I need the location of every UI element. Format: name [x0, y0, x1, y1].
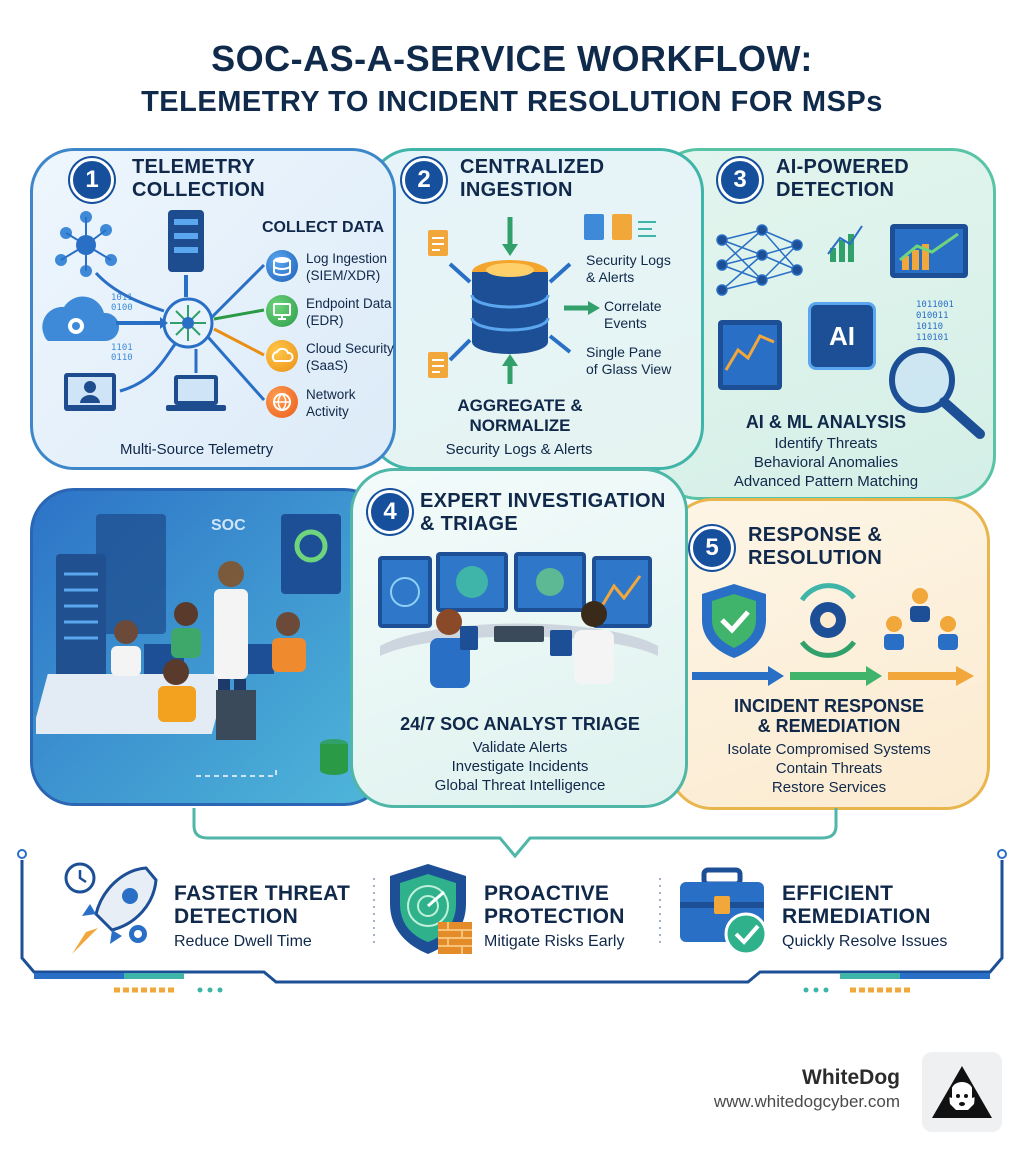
telemetry-sources-illustration: 1011 0100 1101 0110 [42, 210, 266, 411]
cloud-gear-icon [42, 296, 120, 341]
ai-detection-illustration [716, 224, 968, 390]
network-node-icon [55, 211, 117, 277]
bar-chart-icon [827, 225, 863, 262]
benefit-proactive-protection-sub: Mitigate Risks Early [484, 933, 625, 950]
monitor-icon [378, 556, 432, 628]
globe-icon [266, 386, 298, 418]
source-cloud-security: Cloud Security(SaaS) [306, 341, 394, 373]
analyst-figure [171, 602, 201, 658]
neural-network-icon [716, 224, 803, 296]
laptop-icon [166, 375, 226, 411]
step-4-title: EXPERT INVESTIGATION& TRIAGE [420, 490, 666, 535]
brand-url[interactable]: www.whitedogcyber.com [713, 1092, 900, 1111]
svg-text:1011: 1011 [111, 293, 133, 303]
documents-icon [584, 214, 656, 240]
step-5-title: RESPONSE &RESOLUTION [748, 524, 883, 569]
incident-response-heading: INCIDENT RESPONSE& REMEDIATION [733, 696, 925, 736]
rocket-clock-icon [64, 862, 158, 954]
aggregate-normalize-heading: AGGREGATE &NORMALIZE [457, 396, 583, 435]
monitor-icon [592, 556, 652, 628]
bracket-connector [192, 808, 838, 859]
benefits-frame [17, 849, 1007, 993]
document-icon [428, 230, 448, 256]
step-badge-3: 3 [718, 158, 762, 202]
toolbox-check-icon [680, 867, 768, 956]
database-icon [320, 739, 348, 775]
page-subtitle: TELEMETRY TO INCIDENT RESOLUTION FOR MSP… [141, 86, 883, 118]
ingest-caption: Security Logs & Alerts [445, 441, 593, 458]
svg-text:1101: 1101 [111, 343, 133, 353]
monitor-icon [436, 552, 508, 612]
soc-label: SOC [211, 517, 246, 534]
central-database-illustration [428, 217, 572, 384]
step-badge-5: 5 [690, 526, 734, 570]
benefit-efficient-remediation-sub: Quickly Resolve Issues [782, 933, 948, 950]
ai-ml-heading: AI & ML ANALYSIS [745, 412, 907, 432]
analyst-figure [550, 601, 614, 684]
brand-name: WhiteDog [802, 1066, 900, 1089]
analyst-figure [158, 659, 196, 722]
svg-text:0110: 0110 [111, 353, 133, 363]
step-badge-4: 4 [368, 490, 412, 534]
analyst-figure [272, 612, 306, 672]
firewall-icon [438, 922, 472, 954]
shield-check-icon [702, 584, 766, 658]
trend-chart-icon [890, 224, 968, 278]
multi-source-caption: Multi-Source Telemetry [120, 441, 274, 458]
ai-chip-icon: AI [808, 302, 876, 370]
collect-data-heading: COLLECT DATA [262, 219, 385, 236]
analyst-workstation-illustration [378, 552, 658, 688]
ingest-security-logs: Security Logs& Alerts [586, 252, 671, 285]
magnifier-icon [889, 347, 985, 439]
database-icon [266, 250, 298, 282]
gear-cycle-icon [799, 583, 857, 658]
response-illustration [692, 583, 974, 686]
monitor-icon [514, 552, 586, 612]
source-log-ingestion: Log Ingestion(SIEM/XDR) [306, 251, 388, 283]
soc-room-illustration: SOC [36, 514, 348, 777]
analyst-figure [111, 620, 141, 676]
step-badge-1: 1 [70, 158, 114, 202]
document-icon [428, 352, 448, 378]
brand-logo [922, 1052, 1002, 1132]
analyst-figure [430, 609, 478, 688]
line-chart-icon [718, 320, 782, 390]
team-icon [884, 588, 958, 650]
page-title: SOC-AS-A-SERVICE WORKFLOW: [211, 38, 813, 79]
monitor-icon [266, 295, 298, 327]
server-icon [168, 210, 204, 272]
soc-triage-heading: 24/7 SOC ANALYST TRIAGE [400, 714, 640, 734]
step-badge-2: 2 [402, 158, 446, 202]
dog-triangle-icon [932, 1066, 992, 1118]
source-endpoint-data: Endpoint Data(EDR) [306, 296, 392, 328]
svg-text:0100: 0100 [111, 303, 133, 313]
arrow-right-icon [564, 301, 600, 315]
cloud-icon [266, 340, 298, 372]
hub-icon [162, 297, 214, 349]
user-monitor-icon [64, 373, 116, 411]
benefit-faster-detection-sub: Reduce Dwell Time [174, 933, 312, 950]
binary-stream: 1011001 010011 10110 110101 [916, 300, 954, 343]
shield-radar-icon [390, 864, 472, 954]
